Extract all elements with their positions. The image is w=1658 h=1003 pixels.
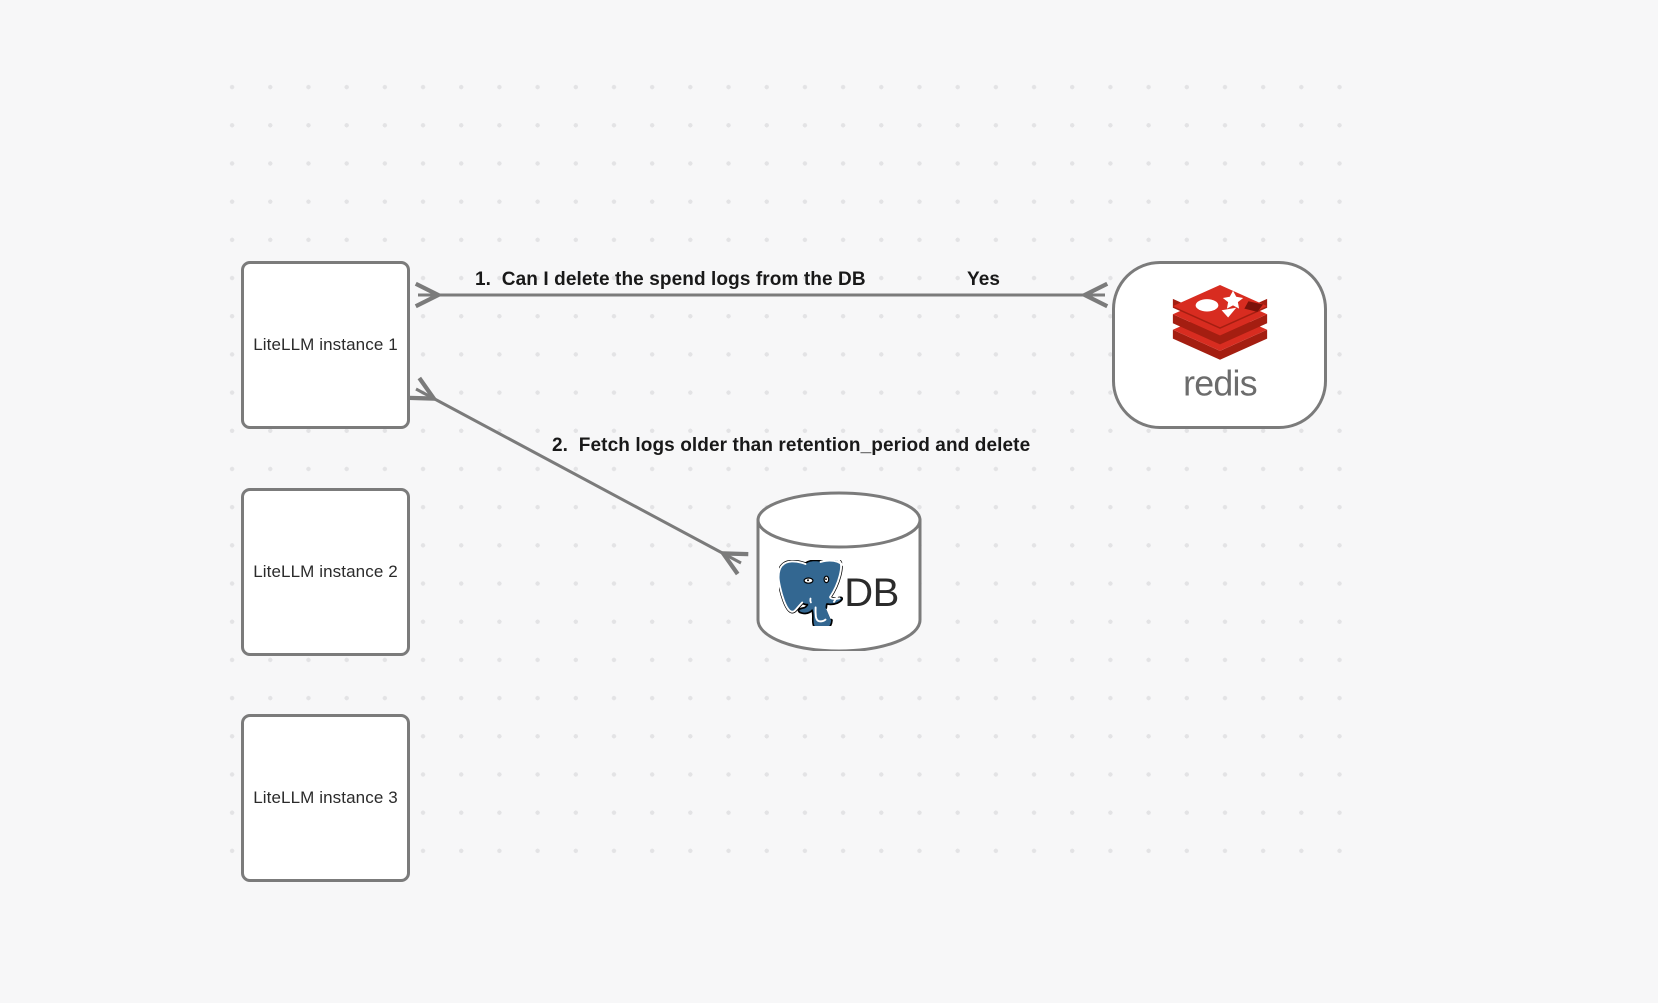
db-logo-group: DB [753, 551, 925, 635]
redis-wordmark: redis [1183, 365, 1258, 404]
node-label: LiteLLM instance 2 [253, 562, 398, 581]
cylinder-shape [756, 491, 922, 651]
edge-llm1-db [416, 389, 741, 563]
node-redis[interactable]: redis [1112, 261, 1327, 429]
node-label: LiteLLM instance 3 [253, 788, 398, 807]
db-label: DB [844, 571, 899, 615]
node-database[interactable]: DB [753, 489, 925, 651]
node-label: LiteLLM instance 1 [253, 335, 398, 354]
node-litellm-instance-1[interactable]: LiteLLM instance 1 [241, 261, 410, 429]
edge-label-2: 2. Fetch logs older than retention_perio… [552, 435, 1031, 456]
svg-text:redis: redis [1183, 365, 1257, 404]
node-litellm-instance-2[interactable]: LiteLLM instance 2 [241, 488, 410, 656]
node-litellm-instance-3[interactable]: LiteLLM instance 3 [241, 714, 410, 882]
edge-label-1-reply: Yes [967, 269, 1001, 290]
postgresql-elephant-icon [779, 560, 844, 626]
edge-label-1: 1. Can I delete the spend logs from the … [475, 269, 866, 290]
redis-stack-icon [1172, 285, 1267, 360]
